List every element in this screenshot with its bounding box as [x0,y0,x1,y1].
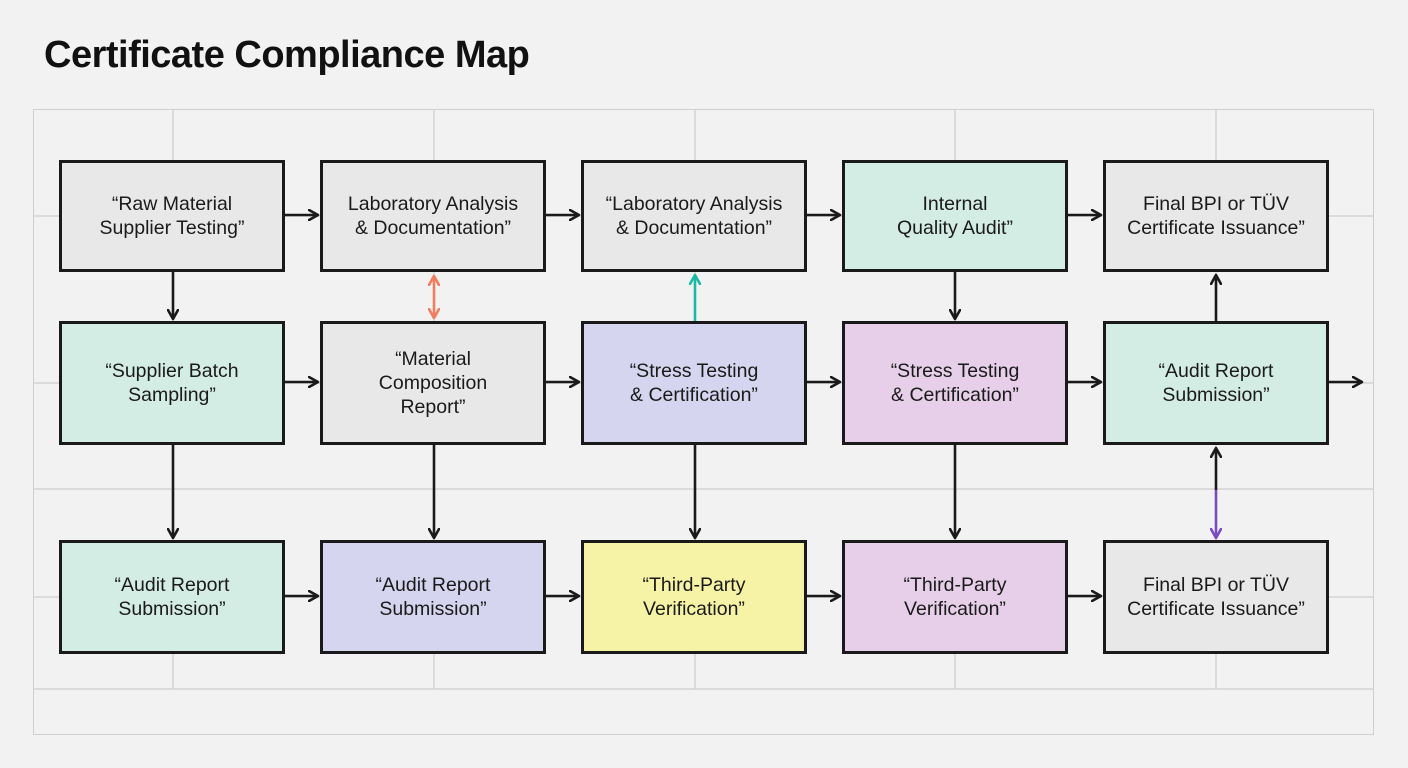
node-audit-report-submission-3[interactable]: “Audit Report Submission” [320,540,546,654]
node-label: “Third-Party Verification” [903,574,1007,620]
node-material-composition-report[interactable]: “Material Composition Report” [320,321,546,445]
node-label: Internal Quality Audit” [897,193,1013,239]
node-laboratory-analysis-documentation[interactable]: Laboratory Analysis & Documentation” [320,160,546,272]
page-title: Certificate Compliance Map [44,34,530,76]
node-label: “Laboratory Analysis & Documentation” [605,193,783,239]
node-laboratory-analysis-documentation-2[interactable]: “Laboratory Analysis & Documentation” [581,160,807,272]
node-label: “Audit Report Submission” [375,574,491,620]
node-third-party-verification-2[interactable]: “Third-Party Verification” [842,540,1068,654]
node-label: “Third-Party Verification” [642,574,746,620]
node-label: “Stress Testing & Certification” [890,360,1020,406]
node-final-certificate-issuance[interactable]: Final BPI or TÜV Certificate Issuance” [1103,160,1329,272]
node-third-party-verification[interactable]: “Third-Party Verification” [581,540,807,654]
node-final-certificate-issuance-2[interactable]: Final BPI or TÜV Certificate Issuance” [1103,540,1329,654]
node-label: Final BPI or TÜV Certificate Issuance” [1127,193,1305,239]
node-label: Laboratory Analysis & Documentation” [347,193,519,239]
node-label: “Stress Testing & Certification” [629,360,759,406]
node-audit-report-submission-2[interactable]: “Audit Report Submission” [59,540,285,654]
grid-frame [33,109,1374,735]
node-internal-quality-audit[interactable]: Internal Quality Audit” [842,160,1068,272]
node-label: “Audit Report Submission” [114,574,230,620]
node-label: “Raw Material Supplier Testing” [99,193,245,239]
node-audit-report-submission[interactable]: “Audit Report Submission” [1103,321,1329,445]
node-stress-testing-certification-2[interactable]: “Stress Testing & Certification” [842,321,1068,445]
node-label: Final BPI or TÜV Certificate Issuance” [1127,574,1305,620]
vertical-arrows [173,272,1216,538]
node-stress-testing-certification[interactable]: “Stress Testing & Certification” [581,321,807,445]
node-supplier-batch-sampling[interactable]: “Supplier Batch Sampling” [59,321,285,445]
node-label: “Audit Report Submission” [1158,360,1274,406]
node-raw-material-supplier-testing[interactable]: “Raw Material Supplier Testing” [59,160,285,272]
node-label: “Supplier Batch Sampling” [105,360,239,406]
node-label: “Material Composition Report” [378,348,488,418]
